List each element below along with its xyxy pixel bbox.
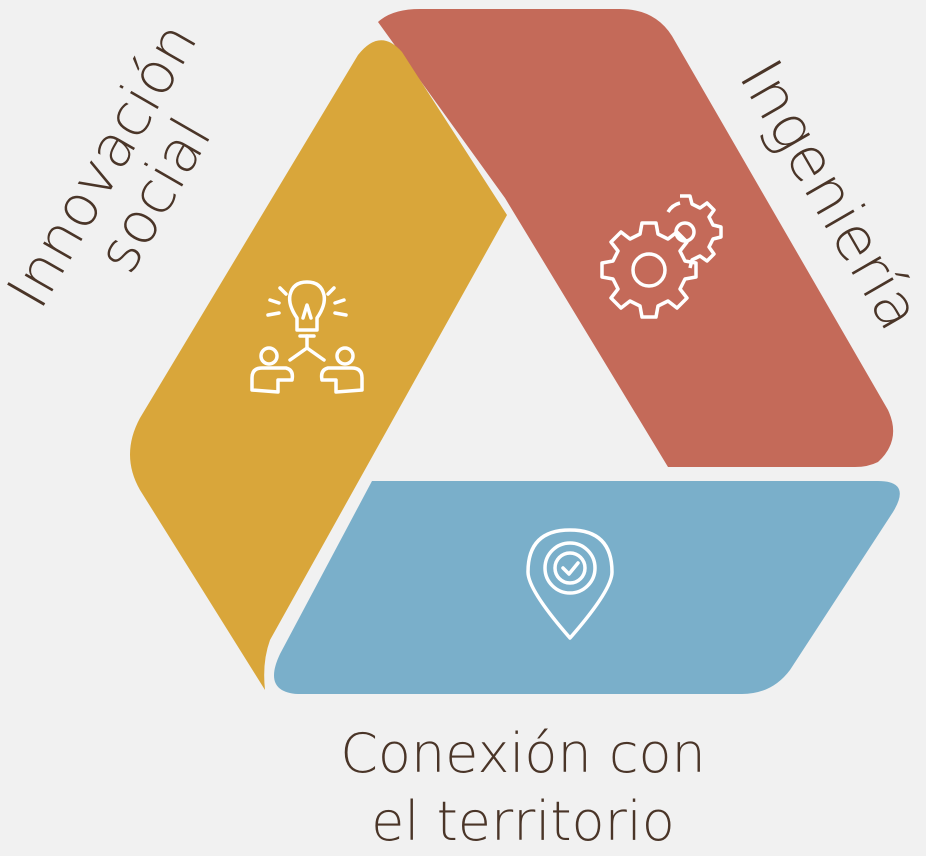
label-conexion-line-1: Conexión con bbox=[340, 722, 706, 785]
label-conexion-line-2: el territorio bbox=[371, 790, 675, 853]
lightbulb-people-icon bbox=[250, 280, 364, 394]
label-conexion-territorio: Conexión con el territorio bbox=[0, 720, 926, 856]
segment-innovacion bbox=[130, 40, 507, 691]
gears-icon bbox=[600, 194, 723, 319]
location-pin-check-icon bbox=[526, 528, 614, 640]
